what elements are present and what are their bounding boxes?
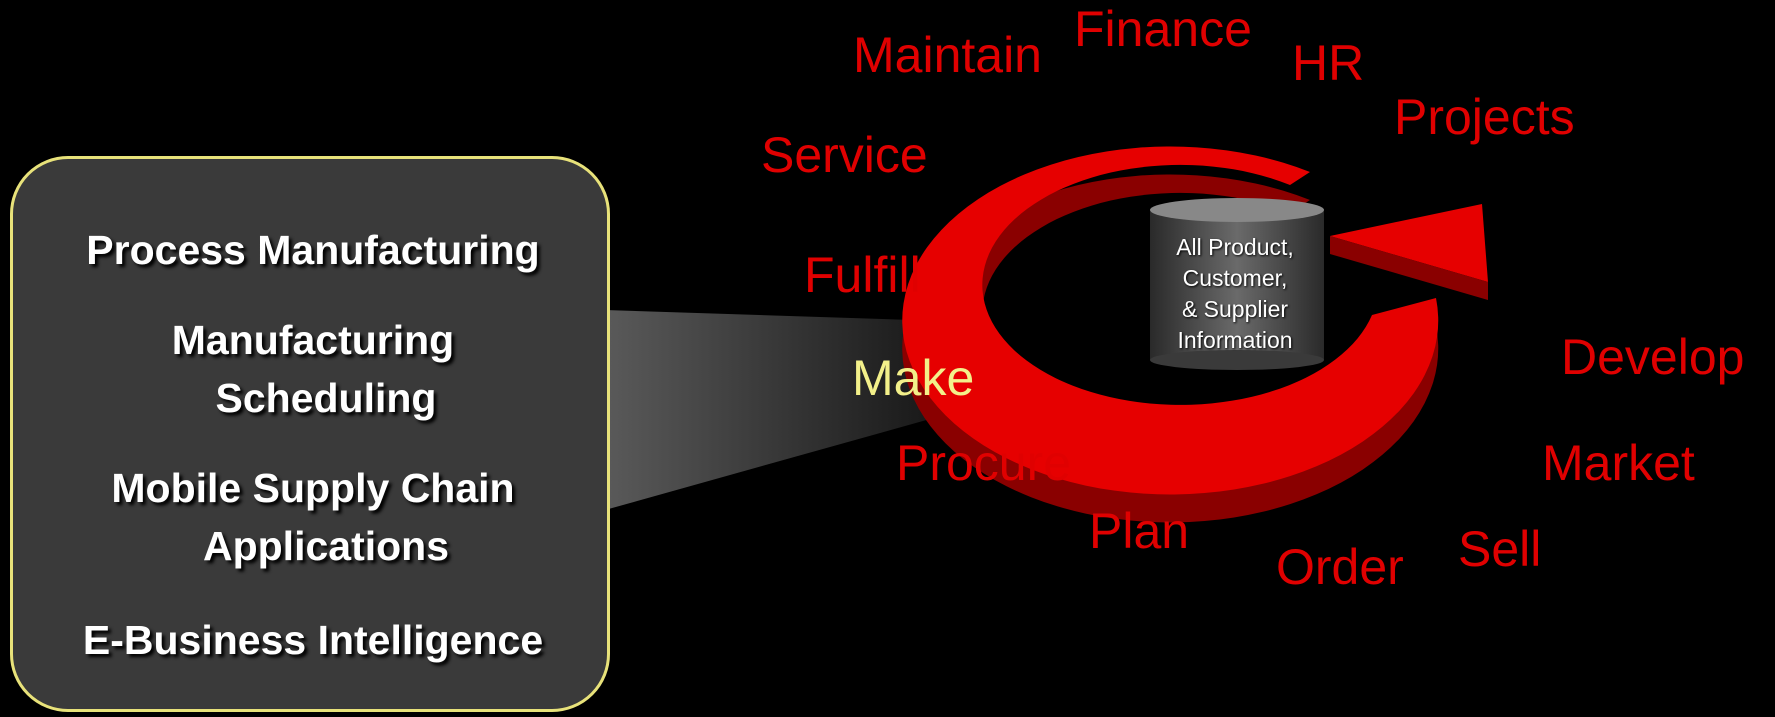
cycle-arrow-head: [1330, 204, 1488, 282]
make-modules-panel: Process Manufacturing Manufacturing Sche…: [10, 156, 610, 712]
panel-item-applications: Applications: [202, 523, 450, 569]
label-hr: HR: [1292, 35, 1365, 91]
panel-item-mobile-supply-chain: Mobile Supply Chain: [111, 465, 515, 511]
label-make: Make: [852, 350, 975, 406]
label-service: Service: [761, 127, 928, 183]
panel-item-manufacturing: Manufacturing: [171, 317, 455, 363]
database-cylinder-icon: [1150, 198, 1324, 370]
label-procure: Procure: [896, 435, 1072, 491]
label-finance: Finance: [1074, 1, 1252, 57]
panel-item-process-manufacturing: Process Manufacturing: [86, 227, 540, 273]
database-label-line: & Supplier: [1181, 296, 1289, 322]
label-sell: Sell: [1458, 521, 1542, 577]
label-order: Order: [1276, 539, 1404, 595]
panel-item-scheduling: Scheduling: [215, 375, 437, 421]
label-plan: Plan: [1089, 503, 1190, 559]
label-projects: Projects: [1394, 89, 1575, 145]
panel-item-e-business-intelligence: E-Business Intelligence: [82, 617, 544, 663]
label-market: Market: [1542, 435, 1695, 491]
label-maintain: Maintain: [853, 27, 1042, 83]
cycle-arrow-ring: [902, 146, 1439, 495]
label-develop: Develop: [1561, 329, 1745, 385]
database-label: All Product, Customer, & Supplier Inform…: [1150, 232, 1320, 356]
database-label-line: Customer,: [1182, 265, 1288, 291]
label-fulfill: Fulfill: [804, 247, 921, 303]
database-label-line: All Product,: [1176, 234, 1294, 260]
database-label-line: Information: [1177, 327, 1293, 353]
